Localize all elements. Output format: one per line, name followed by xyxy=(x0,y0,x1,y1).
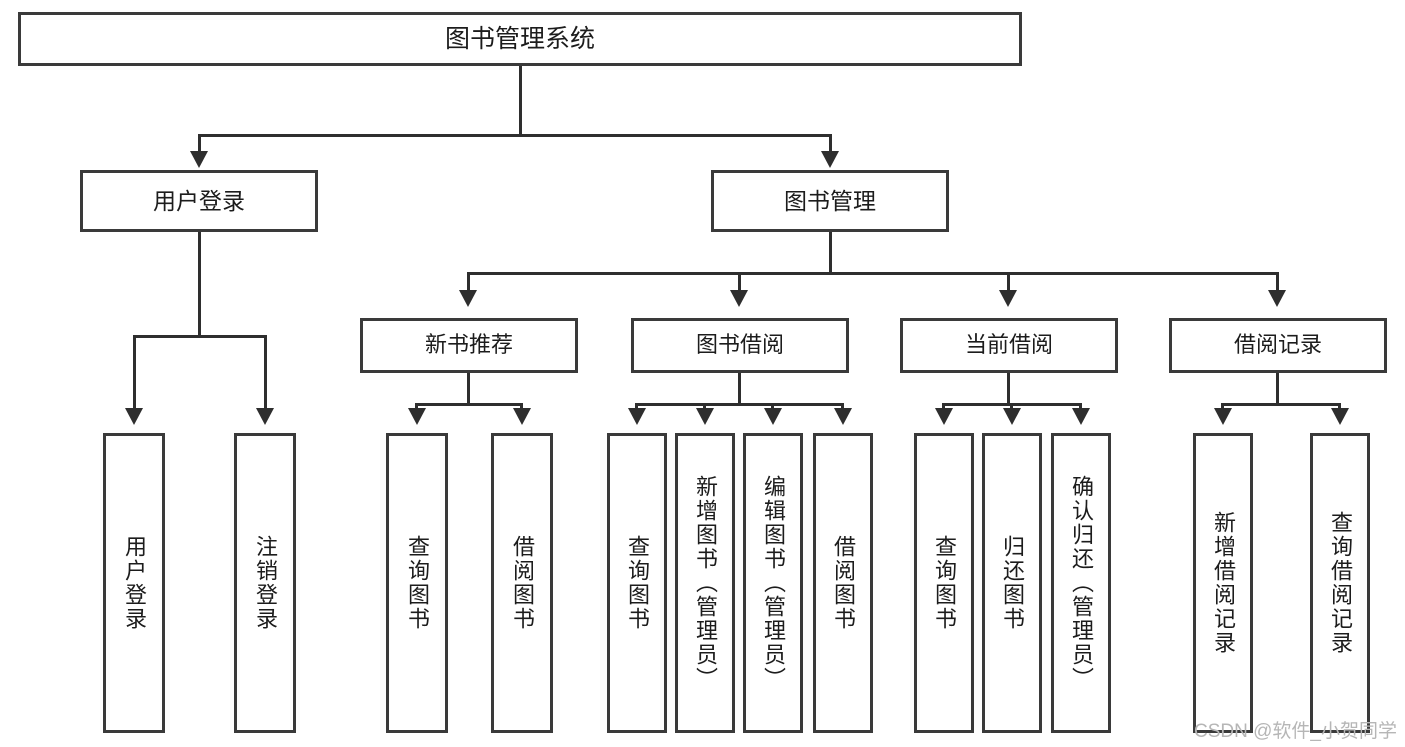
arrow-to-book-borrow-leaf-1 xyxy=(696,408,714,425)
connector-book-borrow-stem xyxy=(738,373,741,403)
connector-current-borrow-drop-0 xyxy=(942,403,945,408)
connector-user-login-drop-0 xyxy=(133,335,136,408)
leaf-label: 借阅图书 xyxy=(831,535,856,631)
node-book-management[interactable]: 图书管理 xyxy=(711,170,949,232)
connector-root-stem xyxy=(519,66,522,134)
connector-new-book-drop-0 xyxy=(415,403,418,408)
connector-root-drop-left xyxy=(198,134,201,152)
node-label: 当前借阅 xyxy=(964,332,1053,358)
connector-level3-drop-0 xyxy=(467,272,470,290)
connector-current-borrow-stem xyxy=(1007,373,1010,403)
connector-level3-drop-1 xyxy=(738,272,741,290)
node-label: 新书推荐 xyxy=(424,332,513,358)
node-book-borrow[interactable]: 图书借阅 xyxy=(631,318,849,373)
leaf-label: 查询图书 xyxy=(625,535,650,631)
connector-book-borrow-drop-2 xyxy=(771,403,774,408)
node-label: 用户登录 xyxy=(153,187,245,214)
connector-level3-drop-3 xyxy=(1276,272,1279,290)
connector-level3-drop-2 xyxy=(1007,272,1010,290)
arrow-to-current-borrow-leaf-2 xyxy=(1072,408,1090,425)
connector-borrow-record-drop-0 xyxy=(1221,403,1224,408)
connector-root-bus xyxy=(198,134,832,137)
node-label: 借阅记录 xyxy=(1233,332,1322,358)
leaf-label: 查询借阅记录 xyxy=(1328,511,1353,655)
connector-borrow-record-bus xyxy=(1221,403,1341,406)
leaf-label: 用户登录 xyxy=(122,535,147,631)
leaf-label: 查询图书 xyxy=(932,535,957,631)
connector-book-borrow-drop-0 xyxy=(635,403,638,408)
arrow-to-book-borrow-leaf-2 xyxy=(764,408,782,425)
arrow-to-book-borrow-leaf-0 xyxy=(628,408,646,425)
leaf-label: 注销登录 xyxy=(253,535,278,631)
arrow-to-user-login-leaf-0 xyxy=(125,408,143,425)
connector-book-borrow-bus xyxy=(635,403,844,406)
connector-book-borrow-drop-3 xyxy=(841,403,844,408)
arrow-to-borrow-record xyxy=(1268,290,1286,307)
node-label: 图书管理 xyxy=(784,187,876,214)
leaf-label: 查询图书 xyxy=(405,535,430,631)
node-borrow-record[interactable]: 借阅记录 xyxy=(1169,318,1387,373)
leaf-new-book-query[interactable]: 查询图书 xyxy=(386,433,448,733)
connector-new-book-drop-1 xyxy=(520,403,523,408)
arrow-to-user-login xyxy=(190,151,208,168)
connector-book-manage-stem xyxy=(829,232,832,272)
arrow-to-new-book-leaf-1 xyxy=(513,408,531,425)
leaf-label: 归还图书 xyxy=(1000,535,1025,631)
connector-new-book-stem xyxy=(467,373,470,403)
leaf-book-borrow-borrow[interactable]: 借阅图书 xyxy=(813,433,873,733)
connector-borrow-record-drop-1 xyxy=(1338,403,1341,408)
connector-new-book-bus xyxy=(415,403,523,406)
leaf-label: 借阅图书 xyxy=(510,535,535,631)
arrow-to-book-borrow-leaf-3 xyxy=(834,408,852,425)
node-current-borrow[interactable]: 当前借阅 xyxy=(900,318,1118,373)
arrow-to-book-borrow xyxy=(730,290,748,307)
leaf-book-borrow-add[interactable]: 新增图书（管理员） xyxy=(675,433,735,733)
leaf-user-login-login[interactable]: 用户登录 xyxy=(103,433,165,733)
arrow-to-new-book-leaf-0 xyxy=(408,408,426,425)
connector-level3-bus xyxy=(467,272,1279,275)
connector-user-login-drop-1 xyxy=(264,335,267,408)
arrow-to-borrow-record-leaf-0 xyxy=(1214,408,1232,425)
arrow-to-borrow-record-leaf-1 xyxy=(1331,408,1349,425)
leaf-user-login-logout[interactable]: 注销登录 xyxy=(234,433,296,733)
arrow-to-current-borrow-leaf-1 xyxy=(1003,408,1021,425)
leaf-current-borrow-confirm[interactable]: 确认归还（管理员） xyxy=(1051,433,1111,733)
arrow-to-current-borrow-leaf-0 xyxy=(935,408,953,425)
connector-borrow-record-stem xyxy=(1276,373,1279,403)
leaf-new-book-borrow[interactable]: 借阅图书 xyxy=(491,433,553,733)
leaf-book-borrow-edit[interactable]: 编辑图书（管理员） xyxy=(743,433,803,733)
leaf-current-borrow-return[interactable]: 归还图书 xyxy=(982,433,1042,733)
connector-current-borrow-drop-2 xyxy=(1079,403,1082,408)
node-label: 图书管理系统 xyxy=(444,24,595,53)
node-new-book-recommend[interactable]: 新书推荐 xyxy=(360,318,578,373)
arrow-to-new-book-recommend xyxy=(459,290,477,307)
leaf-label: 编辑图书（管理员） xyxy=(761,475,786,691)
node-user-login[interactable]: 用户登录 xyxy=(80,170,318,232)
leaf-current-borrow-query[interactable]: 查询图书 xyxy=(914,433,974,733)
connector-root-drop-right xyxy=(829,134,832,152)
connector-book-borrow-drop-1 xyxy=(703,403,706,408)
arrow-to-user-login-leaf-1 xyxy=(256,408,274,425)
leaf-label: 确认归还（管理员） xyxy=(1069,475,1094,691)
arrow-to-current-borrow xyxy=(999,290,1017,307)
arrow-to-book-manage xyxy=(821,151,839,168)
node-root-system[interactable]: 图书管理系统 xyxy=(18,12,1022,66)
connector-user-login-stem xyxy=(198,232,201,335)
leaf-borrow-record-add[interactable]: 新增借阅记录 xyxy=(1193,433,1253,733)
leaf-borrow-record-query[interactable]: 查询借阅记录 xyxy=(1310,433,1370,733)
watermark-text: CSDN @软件_小贺同学 xyxy=(1194,721,1397,742)
connector-user-login-bus xyxy=(133,335,267,338)
leaf-book-borrow-query[interactable]: 查询图书 xyxy=(607,433,667,733)
leaf-label: 新增借阅记录 xyxy=(1211,511,1236,655)
connector-current-borrow-drop-1 xyxy=(1010,403,1013,408)
node-label: 图书借阅 xyxy=(695,332,784,358)
leaf-label: 新增图书（管理员） xyxy=(693,475,718,691)
